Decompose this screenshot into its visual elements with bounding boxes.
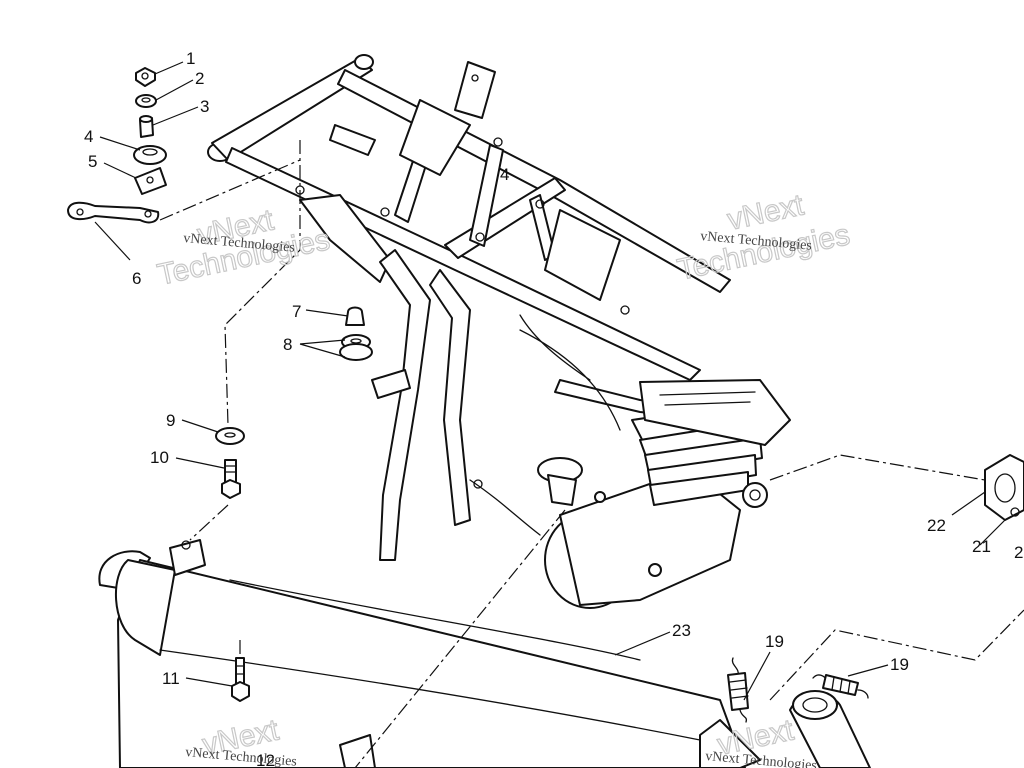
- callout-11: 11: [162, 669, 180, 688]
- callout-10: 10: [150, 448, 169, 467]
- callout-23: 23: [672, 621, 691, 640]
- callout-19-left: 19: [765, 632, 784, 651]
- callout-7: 7: [292, 302, 301, 321]
- callout-4: 4: [84, 127, 93, 146]
- frame: [207, 54, 731, 561]
- callout-9: 9: [166, 411, 175, 430]
- callout-3: 3: [200, 97, 209, 116]
- callout-19-right: 19: [890, 655, 909, 674]
- callout-22: 22: [927, 516, 946, 535]
- exhaust-flange: [984, 454, 1024, 521]
- callout-5: 5: [88, 152, 97, 171]
- callout-2: 2: [195, 69, 204, 88]
- assembly-lines: [189, 140, 1024, 768]
- leader-lines: [94, 61, 1006, 701]
- rubber-mount-7-8: [339, 306, 373, 361]
- callouts: 1 2 3 4 5 6 7 8 9 10 11 12 19 19 21 22 2…: [84, 49, 1023, 768]
- callout-21: 21: [972, 537, 991, 556]
- muffler: [98, 539, 746, 768]
- hardware-stack-upper: [67, 67, 301, 224]
- callout-8: 8: [283, 335, 292, 354]
- watermark-2: vNext Technologies vNext Technologies: [674, 188, 853, 288]
- watermark-1: vNext Technologies vNext Technologies: [154, 203, 333, 293]
- bolt-11: [231, 657, 250, 702]
- callout-12: 12: [256, 751, 275, 768]
- engine: [537, 379, 791, 609]
- spring-19-right: [812, 674, 869, 699]
- exhaust-pipe: [699, 690, 871, 768]
- callout-2-edge: 2: [1014, 543, 1023, 562]
- callout-6: 6: [132, 269, 141, 288]
- spring-19-left: [727, 657, 749, 723]
- washer-bolt-9-10: [215, 427, 245, 499]
- callout-4-frame: 4: [500, 165, 509, 184]
- callout-1: 1: [186, 49, 195, 68]
